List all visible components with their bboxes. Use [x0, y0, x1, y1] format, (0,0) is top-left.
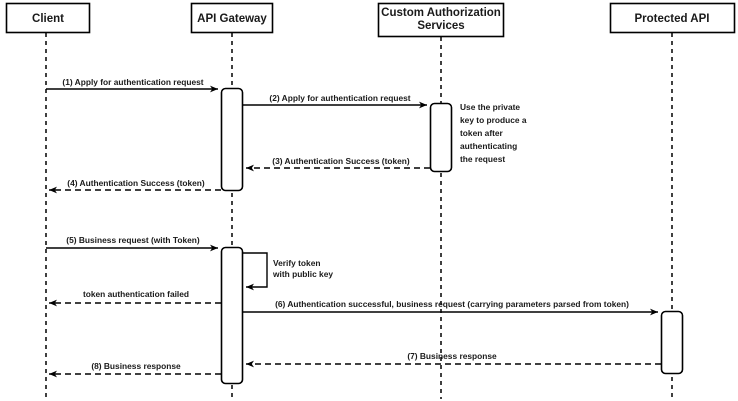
message-2[interactable]: (2) Apply for authentication request [243, 93, 427, 109]
message-3-label: (3) Authentication Success (token) [272, 156, 410, 166]
message-self-verify-token-arrow [243, 252, 268, 291]
participant-label-client: Client [32, 13, 64, 25]
note-private-key: Use the private key to produce a token a… [460, 102, 527, 164]
message-6-label: (6) Authentication successful, business … [275, 299, 629, 309]
message-7[interactable]: (7) Business response [246, 351, 661, 368]
message-8-label: (8) Business response [91, 361, 181, 371]
message-6[interactable]: (6) Authentication successful, business … [243, 299, 658, 316]
message-self-verify-token[interactable]: Verify token with public key [243, 252, 333, 291]
message-8[interactable]: (8) Business response [49, 361, 221, 378]
message-5-label: (5) Business request (with Token) [66, 235, 200, 245]
note-private-key-line-2: key to produce a [460, 115, 527, 125]
participant-header-api-gateway[interactable]: API Gateway [190, 2, 274, 34]
message-token-authentication-failed-label: token authentication failed [83, 289, 189, 299]
note-private-key-line-5: the request [460, 154, 505, 164]
activation-bar-api-gateway-auth [220, 87, 244, 192]
activation-bar-api-gateway-business [220, 246, 244, 385]
message-1[interactable]: (1) Apply for authentication request [46, 77, 218, 93]
note-private-key-line-3: token after [460, 128, 504, 138]
message-4-label: (4) Authentication Success (token) [67, 178, 205, 188]
activation-bar-protected-api [660, 310, 684, 375]
note-private-key-line-4: authenticating [460, 141, 517, 151]
participant-label-protected-api: Protected API [635, 13, 710, 25]
participant-box-client [5, 2, 91, 34]
participant-box-api-gateway [190, 2, 274, 34]
message-7-label: (7) Business response [407, 351, 497, 361]
participant-header-client[interactable]: Client [5, 2, 91, 34]
message-2-label: (2) Apply for authentication request [269, 93, 410, 103]
note-private-key-line-1: Use the private [460, 102, 520, 112]
participant-header-custom-authorization-services[interactable]: Custom Authorization Services [377, 2, 505, 38]
participant-box-protected-api [609, 2, 736, 34]
message-token-authentication-failed[interactable]: token authentication failed [49, 289, 221, 307]
message-3[interactable]: (3) Authentication Success (token) [246, 156, 430, 172]
participant-header-protected-api[interactable]: Protected API [609, 2, 736, 34]
message-self-verify-token-label-line2: with public key [272, 269, 333, 279]
participant-label-custom-authorization-services-line2: Services [417, 20, 464, 32]
message-self-verify-token-label-line1: Verify token [273, 258, 320, 268]
participant-box-custom-authorization-services [377, 2, 505, 38]
message-4[interactable]: (4) Authentication Success (token) [49, 178, 221, 194]
activation-bar-custom-authorization-services [429, 102, 453, 173]
message-1-label: (1) Apply for authentication request [62, 77, 203, 87]
participant-label-custom-authorization-services-line1: Custom Authorization [381, 7, 501, 19]
message-5[interactable]: (5) Business request (with Token) [46, 235, 218, 252]
participant-label-api-gateway: API Gateway [197, 13, 267, 25]
